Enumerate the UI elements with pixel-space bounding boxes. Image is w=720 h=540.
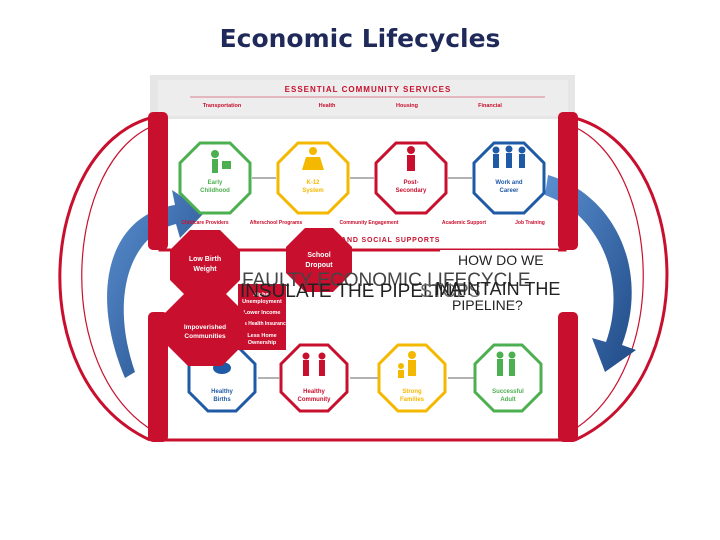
left-blue-arrow <box>107 190 205 378</box>
risk-item-3: Lower Income <box>244 310 281 316</box>
services-header: ESSENTIAL COMMUNITY SERVICES <box>285 85 452 94</box>
strong-families-label-1: Strong <box>402 389 422 395</box>
stage-strong-families: Strong Families <box>377 343 447 413</box>
program-community-engagement: Community Engagement <box>340 220 399 226</box>
outer-loop-right <box>574 116 669 442</box>
bottom-stages: Healthy Births Healthy Community Strong … <box>187 343 543 413</box>
successful-adult-label-1: Successful <box>492 389 524 395</box>
stage-successful-adult: Successful Adult <box>473 343 543 413</box>
programs-row: Childcare Providers Afterschool Programs… <box>181 220 544 226</box>
maintain-label-box <box>440 250 558 312</box>
insulate-pipeline-text: INSULATE THE PIPELINE <box>240 281 466 302</box>
early-childhood-label-1: Early <box>208 180 223 186</box>
program-childcare: Childcare Providers <box>181 220 228 226</box>
stage-healthy-community: Healthy Community <box>279 343 349 413</box>
program-academic-support: Academic Support <box>442 220 487 226</box>
stage-post-secondary: Post- Secondary <box>374 141 448 215</box>
bottom-frame-left-post <box>148 312 168 442</box>
stop-school-dropout: School Dropout <box>286 228 352 292</box>
faulty-lifecycle-text: FAULTY ECONOMIC LIFECYCLE <box>242 270 531 291</box>
top-frame-right-post <box>558 112 578 250</box>
outer-loop-left-inner <box>81 124 156 433</box>
program-afterschool: Afterschool Programs <box>250 220 303 226</box>
stop-low-birth-weight: Low Birth Weight <box>170 230 240 300</box>
healthy-births-label-1: Healthy <box>211 389 233 395</box>
impoverished-1: Impoverished <box>184 324 226 331</box>
risk-list-box: Higher Unemployment Lower Income Less He… <box>235 284 289 350</box>
risk-item-2: Unemployment <box>242 299 282 305</box>
maintain-question-line-3: PIPELINE? <box>452 297 523 313</box>
stop-impoverished-communities: Impoverished Communities <box>165 290 245 366</box>
top-frame-left-post <box>148 112 168 250</box>
service-housing: Housing <box>396 103 418 109</box>
k12-label-1: K-12 <box>306 180 320 186</box>
k12-label-2: System <box>302 188 323 194</box>
risk-stops: Low Birth Weight School Dropout Higher U… <box>165 228 352 366</box>
right-blue-arrow <box>545 175 636 372</box>
service-financial: Financial <box>478 103 502 109</box>
healthy-community-label-1: Healthy <box>303 389 325 395</box>
low-birth-weight-1: Low Birth <box>189 256 221 263</box>
risk-item-6: Ownership <box>248 340 277 346</box>
work-career-label-1: Work and <box>495 180 523 186</box>
strong-families-label-2: Families <box>400 397 425 403</box>
maintain-question-line-2: MAINTAIN THE <box>435 279 561 299</box>
risk-item-4: Less Health Insurance <box>235 321 288 327</box>
service-transportation: Transportation <box>203 103 242 109</box>
school-dropout-1: School <box>307 252 330 259</box>
program-job-training: Job Training <box>515 220 545 226</box>
service-health: Health <box>319 103 336 109</box>
school-dropout-2: Dropout <box>305 262 333 269</box>
maintain-question-line-1: HOW DO WE <box>458 252 544 268</box>
healthy-community-label-2: Community <box>298 397 332 403</box>
healthy-births-label-2: Births <box>213 397 231 403</box>
work-career-label-2: Career <box>499 188 519 194</box>
stage-work-and-career: Work and Career <box>472 141 546 215</box>
top-stages: Early Childhood K-12 System Post- Second… <box>178 141 546 215</box>
low-birth-weight-2: Weight <box>193 266 217 273</box>
risk-item-1: Higher <box>253 292 271 298</box>
stage-early-childhood: Early Childhood <box>178 141 252 215</box>
early-childhood-label-2: Childhood <box>200 188 230 194</box>
post-secondary-label-2: Secondary <box>396 188 427 194</box>
successful-adult-label-2: Adult <box>500 397 515 403</box>
stage-k12-system: K-12 System <box>276 141 350 215</box>
supports-header: LEARNING AND SOCIAL SUPPORTS <box>296 237 441 244</box>
outer-loop-right-inner <box>569 124 644 433</box>
stops-text: STOPS <box>420 281 481 301</box>
risk-item-5: Less Home <box>247 333 276 339</box>
page-title: Economic Lifecycles <box>219 24 501 53</box>
impoverished-2: Communities <box>184 333 226 340</box>
outer-loop-left <box>58 116 151 442</box>
bottom-frame-right-post <box>558 312 578 442</box>
post-secondary-label-1: Post- <box>404 180 419 186</box>
